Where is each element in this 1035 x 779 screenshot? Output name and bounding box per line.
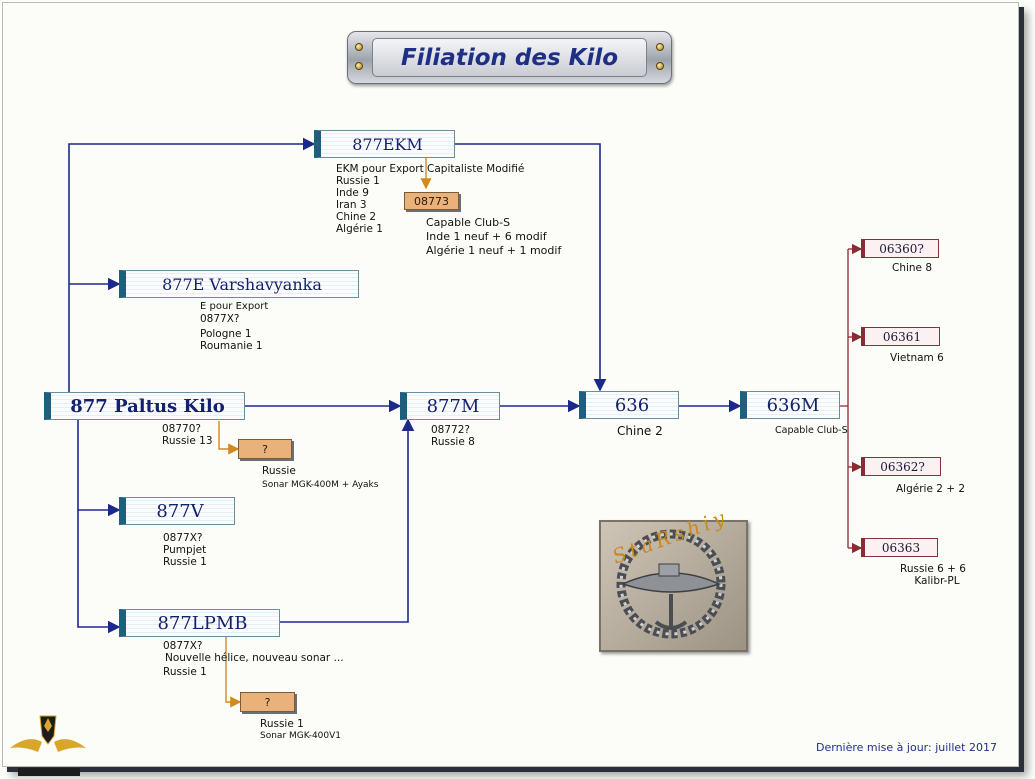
line-ekm-to-636: [455, 143, 607, 392]
877v-info-line: Pumpjet: [163, 544, 207, 556]
877lpmb-info-line: 0877X?: [163, 640, 203, 652]
bolt-icon: [656, 43, 664, 51]
box-question-1-info: Russie Sonar MGK-400M + Ayaks: [262, 465, 378, 491]
877m-info: 08772? Russie 8: [431, 424, 475, 448]
node-877lpmb: 877LPMB: [119, 609, 280, 637]
877m-info-line: Russie 8: [431, 436, 475, 448]
636m-info: Capable Club-S: [775, 425, 848, 436]
box-08773-line: Algérie 1 neuf + 1 modif: [426, 244, 562, 257]
ekm-info-line: Iran 3: [336, 199, 367, 211]
e-info: E pour Export 0877X? Pologne 1 Roumanie …: [200, 301, 268, 352]
page-title: Filiation des Kilo: [400, 44, 619, 71]
variant-06363: 06363: [861, 538, 938, 557]
e-info-line: Pologne 1: [200, 328, 252, 340]
title-plate: Filiation des Kilo: [347, 31, 672, 84]
paltus-info-line: Russie 13: [162, 435, 213, 447]
last-updated: Dernière mise à jour: juillet 2017: [816, 741, 997, 754]
box-08773-info: Capable Club-S Inde 1 neuf + 6 modif Alg…: [426, 216, 561, 258]
variant-06361: 06361: [861, 327, 940, 346]
bolt-icon: [355, 43, 363, 51]
877v-info-line: 0877X?: [163, 532, 203, 544]
box-question-1: ?: [238, 439, 292, 459]
line-lpmb-to-q2: [225, 637, 242, 708]
line-636m-branch: [840, 249, 849, 548]
ekm-info-line: Chine 2: [336, 211, 377, 223]
node-877m: 877M: [400, 392, 500, 420]
877lpmb-info-line: Russie 1: [163, 666, 207, 678]
variant-06362: 06362?: [861, 457, 941, 476]
877v-info: 0877X? Pumpjet Russie 1: [163, 532, 207, 568]
877lpmb-info-line: Nouvelle hélice, nouveau sonar ...: [165, 652, 344, 664]
877lpmb-info: 0877X? Nouvelle hélice, nouveau sonar ..…: [163, 640, 344, 678]
paltus-info-line: 08770?: [162, 423, 201, 435]
variant-06363-info: Russie 6 + 6 Kalibr-PL: [900, 563, 966, 587]
line-paltus-to-q1: [218, 421, 240, 455]
node-877ekm: 877EKM: [314, 130, 455, 158]
variant-06361-info: Vietnam 6: [890, 352, 944, 364]
box-q1-line: Russie: [262, 465, 296, 477]
node-636m: 636M: [740, 391, 840, 419]
e-info-line: Roumanie 1: [200, 340, 263, 352]
box-08773: 08773: [404, 192, 459, 210]
bolt-icon: [656, 62, 664, 70]
box-q1-line: Sonar MGK-400M + Ayaks: [262, 480, 379, 490]
box-q2-line: Sonar MGK-400V1: [260, 731, 342, 741]
variant-06360-info: Chine 8: [892, 262, 933, 274]
ekm-info-line: Algérie 1: [336, 223, 383, 235]
636-info: Chine 2: [617, 424, 663, 438]
box-question-2: ?: [240, 692, 295, 712]
line-paltus-to-lpmb: [77, 510, 121, 634]
submarine-badge-icon: [616, 529, 726, 639]
node-877v: 877V: [119, 497, 235, 525]
paltus-info: 08770? Russie 13: [162, 423, 213, 447]
variant-06362-info: Algérie 2 + 2: [896, 483, 966, 495]
line-paltus-to-v: [77, 419, 121, 517]
bolt-icon: [355, 62, 363, 70]
ekm-info-line: EKM pour Export Capitaliste Modifié: [336, 163, 525, 175]
e-info-line: E pour Export: [200, 301, 269, 312]
node-877-paltus-kilo: 877 Paltus Kilo: [44, 392, 245, 420]
line-lpmb-to-877m: [280, 418, 415, 623]
variant-06363-line: Russie 6 + 6: [900, 563, 966, 575]
ekm-info: EKM pour Export Capitaliste Modifié Russ…: [336, 163, 524, 235]
box-08773-line: Inde 1 neuf + 6 modif: [426, 230, 547, 243]
submarine-badge: StaRshiy: [599, 504, 748, 652]
ekm-info-line: Inde 9: [336, 187, 369, 199]
877v-info-line: Russie 1: [163, 556, 207, 568]
box-question-2-info: Russie 1 Sonar MGK-400V1: [260, 718, 341, 742]
diagram-frame: [2, 2, 1019, 767]
e-info-line: 0877X?: [200, 313, 240, 325]
877m-info-line: 08772?: [431, 424, 470, 436]
variant-06363-line: Kalibr-PL: [914, 575, 960, 587]
ekm-info-line: Russie 1: [336, 175, 380, 187]
node-636: 636: [579, 391, 679, 419]
winged-shield-logo: [10, 715, 86, 776]
line-paltus-to-ekm: [68, 137, 316, 392]
box-q2-line: Russie 1: [260, 718, 304, 730]
variant-06360: 06360?: [861, 239, 939, 258]
node-877e-varshavyanka: 877E Varshavyanka: [119, 270, 359, 298]
title-inner: Filiation des Kilo: [372, 38, 647, 77]
box-08773-line: Capable Club-S: [426, 216, 511, 229]
